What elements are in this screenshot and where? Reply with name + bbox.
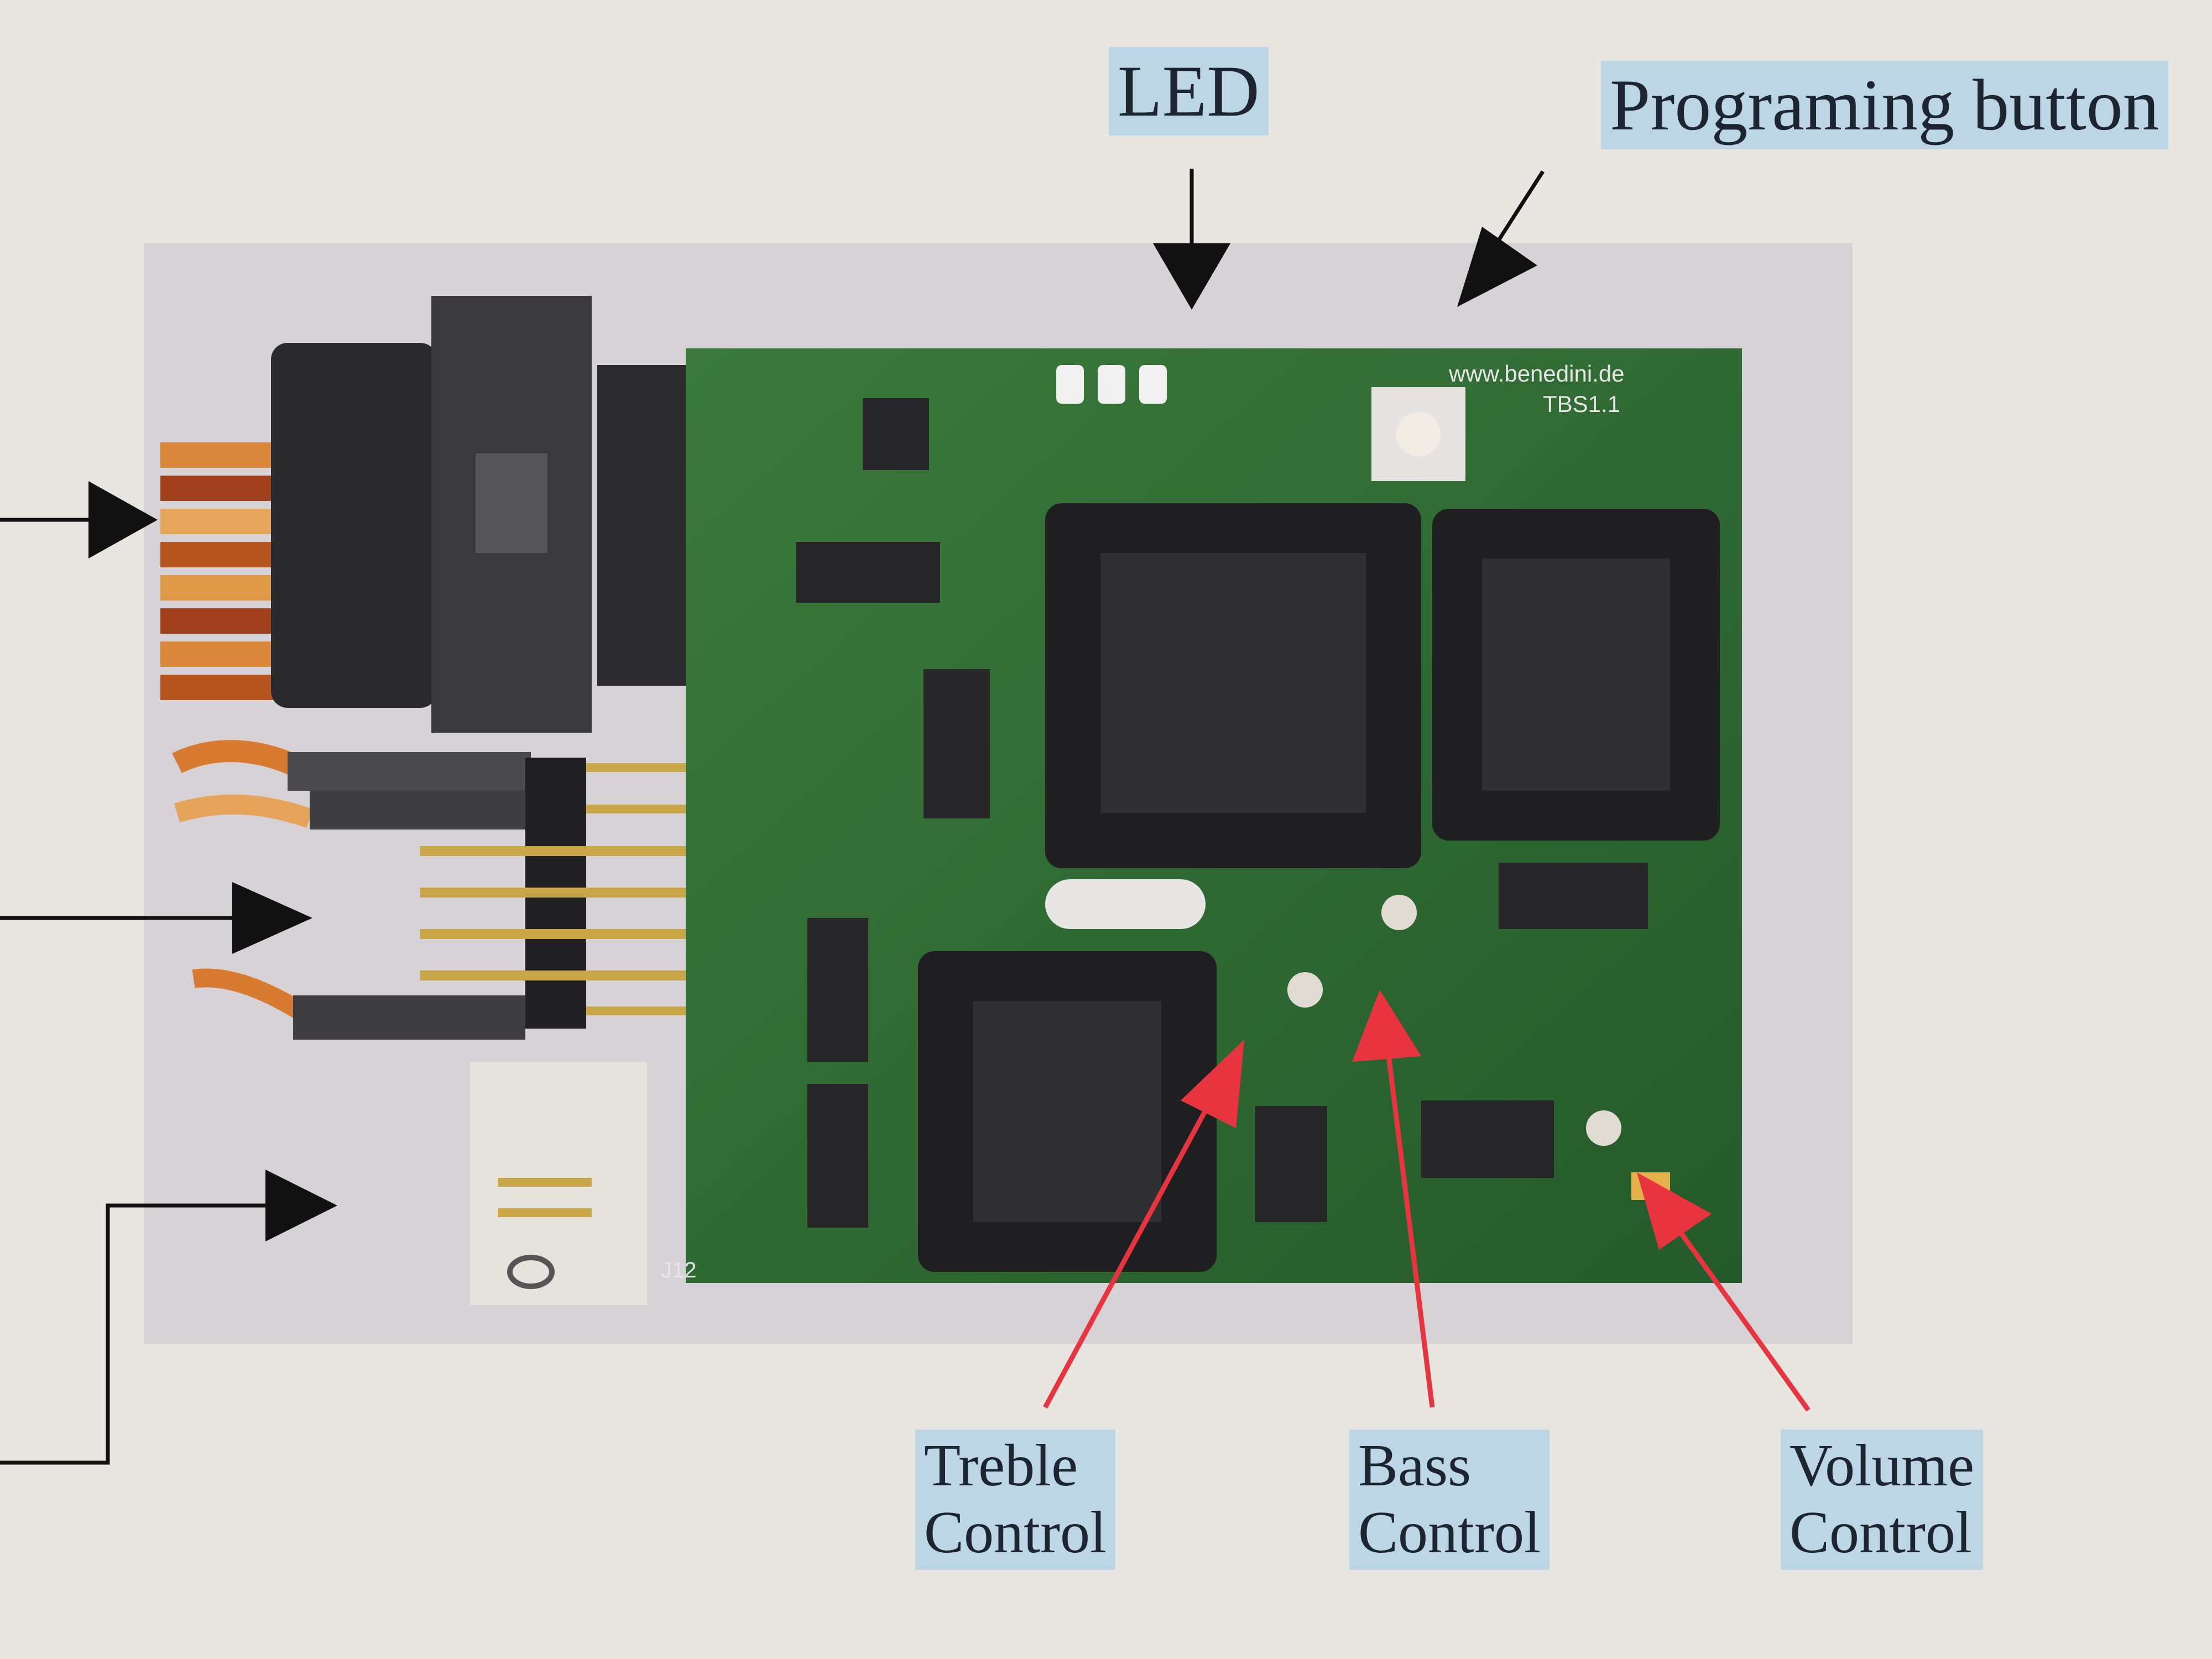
volume-arrowhead	[1637, 1172, 1712, 1250]
treble-label-line2: Control	[924, 1499, 1107, 1566]
led-arrowhead	[1153, 243, 1230, 310]
trim-potentiometers	[1287, 895, 1670, 1200]
servo-leads	[172, 740, 531, 1040]
treble-arrow	[1043, 1093, 1216, 1409]
red-arrows	[1043, 990, 1811, 1412]
programming-button-label-text: Programing button	[1610, 64, 2159, 145]
volume-label-line2: Control	[1790, 1499, 1973, 1566]
programming-button-arrow	[1491, 170, 1545, 250]
volume-label-line1: Volume	[1790, 1433, 1975, 1499]
board-j12-marking: J12	[661, 1258, 697, 1282]
volume-arrow	[1679, 1232, 1811, 1412]
led-label: LED	[1109, 47, 1269, 135]
power-arrow-line	[0, 1203, 276, 1465]
small-ics	[796, 398, 1648, 1228]
microcontroller-chip-main	[1045, 503, 1421, 868]
led-label-text: LED	[1118, 50, 1260, 132]
bass-control-label: Bass Control	[1349, 1430, 1550, 1570]
power-arrowhead	[265, 1170, 337, 1241]
header-arrowhead	[232, 882, 312, 954]
treble-control-label: Treble Control	[915, 1430, 1116, 1570]
bass-arrowhead	[1352, 990, 1421, 1062]
ribbon-connector	[271, 296, 708, 733]
treble-arrowhead	[1181, 1040, 1244, 1128]
treble-label-line1: Treble	[924, 1433, 1078, 1499]
power-connector	[470, 1062, 647, 1305]
crystal-oscillator	[1045, 879, 1206, 929]
board-version-marking: TBS1.1	[1543, 391, 1620, 417]
board-website-marking: www.benedini.de	[1448, 361, 1625, 387]
black-arrows	[0, 169, 1545, 1465]
bass-label-line2: Control	[1358, 1499, 1541, 1566]
ribbon-arrowhead	[88, 481, 158, 559]
volume-control-label: Volume Control	[1781, 1430, 1984, 1570]
microcontroller-chip-bottom	[918, 951, 1217, 1272]
microcontroller-chip-right	[1432, 509, 1720, 841]
programming-button-label: Programing button	[1601, 61, 2168, 149]
programming-button	[1371, 387, 1465, 481]
bass-label-line1: Bass	[1358, 1433, 1472, 1499]
led-components	[1056, 365, 1167, 404]
programming-button-arrowhead	[1457, 227, 1537, 307]
bass-arrow	[1385, 1050, 1435, 1408]
